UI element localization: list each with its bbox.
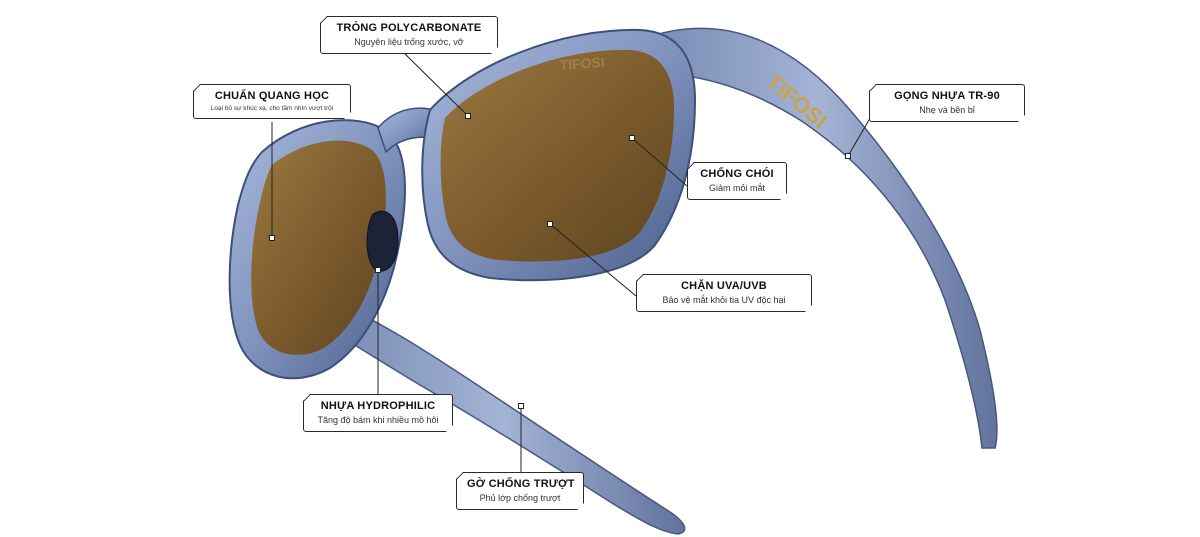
- left-lens: [251, 140, 386, 355]
- callout-polycarbonate: TRÒNG POLYCARBONATE Nguyên liệu trống xư…: [320, 16, 498, 54]
- callout-tr90: GỌNG NHỰA TR-90 Nhẹ và bền bỉ: [869, 84, 1025, 122]
- callout-subtitle: Giảm mỏi mắt: [708, 183, 765, 193]
- anchor-dot-uv: [547, 221, 553, 227]
- callout-hydrophilic: NHỰA HYDROPHILIC Tăng độ bám khi nhiều m…: [303, 394, 453, 432]
- callout-title: TRÒNG POLYCARBONATE: [336, 22, 482, 34]
- callout-title: GỜ CHỐNG TRƯỢT: [467, 478, 575, 490]
- callout-antiglare: CHỐNG CHÓI Giảm mỏi mắt: [687, 162, 787, 200]
- callout-title: NHỰA HYDROPHILIC: [320, 400, 436, 412]
- left-temple-arm: [319, 299, 686, 535]
- callout-subtitle: Loại bỏ sự khúc xạ, cho tầm nhìn vượt tr…: [210, 105, 334, 112]
- right-lens: [440, 49, 674, 262]
- anchor-dot-polycarbonate: [465, 113, 471, 119]
- nose-pad: [366, 210, 399, 272]
- leader-uv: [549, 223, 637, 297]
- anchor-dot-optical: [269, 235, 275, 241]
- callout-antislip: GỜ CHỐNG TRƯỢT Phủ lớp chống trượt: [456, 472, 584, 510]
- callout-title: CHỐNG CHÓI: [700, 168, 774, 180]
- anchor-dot-antiglare: [629, 135, 635, 141]
- callout-title: CHUẨN QUANG HỌC: [214, 90, 330, 102]
- callout-subtitle: Bảo vệ mắt khỏi tia UV độc hại: [662, 295, 786, 305]
- anchor-dot-antislip: [518, 403, 524, 409]
- anchor-dot-hydrophilic: [375, 267, 381, 273]
- lens-logo-text: TIFOSI: [559, 54, 605, 73]
- anchor-dot-tr90: [845, 153, 851, 159]
- callout-subtitle: Tăng độ bám khi nhiều mồ hôi: [317, 415, 439, 425]
- callout-uv: CHẶN UVA/UVB Bảo vệ mắt khỏi tia UV độc …: [636, 274, 812, 312]
- callout-optical: CHUẨN QUANG HỌC Loại bỏ sự khúc xạ, cho …: [193, 84, 351, 119]
- callout-title: CHẶN UVA/UVB: [681, 280, 767, 292]
- callout-subtitle: Nguyên liệu trống xước, vỡ: [354, 37, 464, 47]
- callout-subtitle: Phủ lớp chống trượt: [479, 493, 561, 503]
- leader-polycarbonate: [402, 51, 469, 117]
- callout-title: GỌNG NHỰA TR-90: [894, 90, 1000, 102]
- callout-subtitle: Nhẹ và bền bỉ: [919, 105, 975, 115]
- leader-antiglare: [631, 137, 688, 187]
